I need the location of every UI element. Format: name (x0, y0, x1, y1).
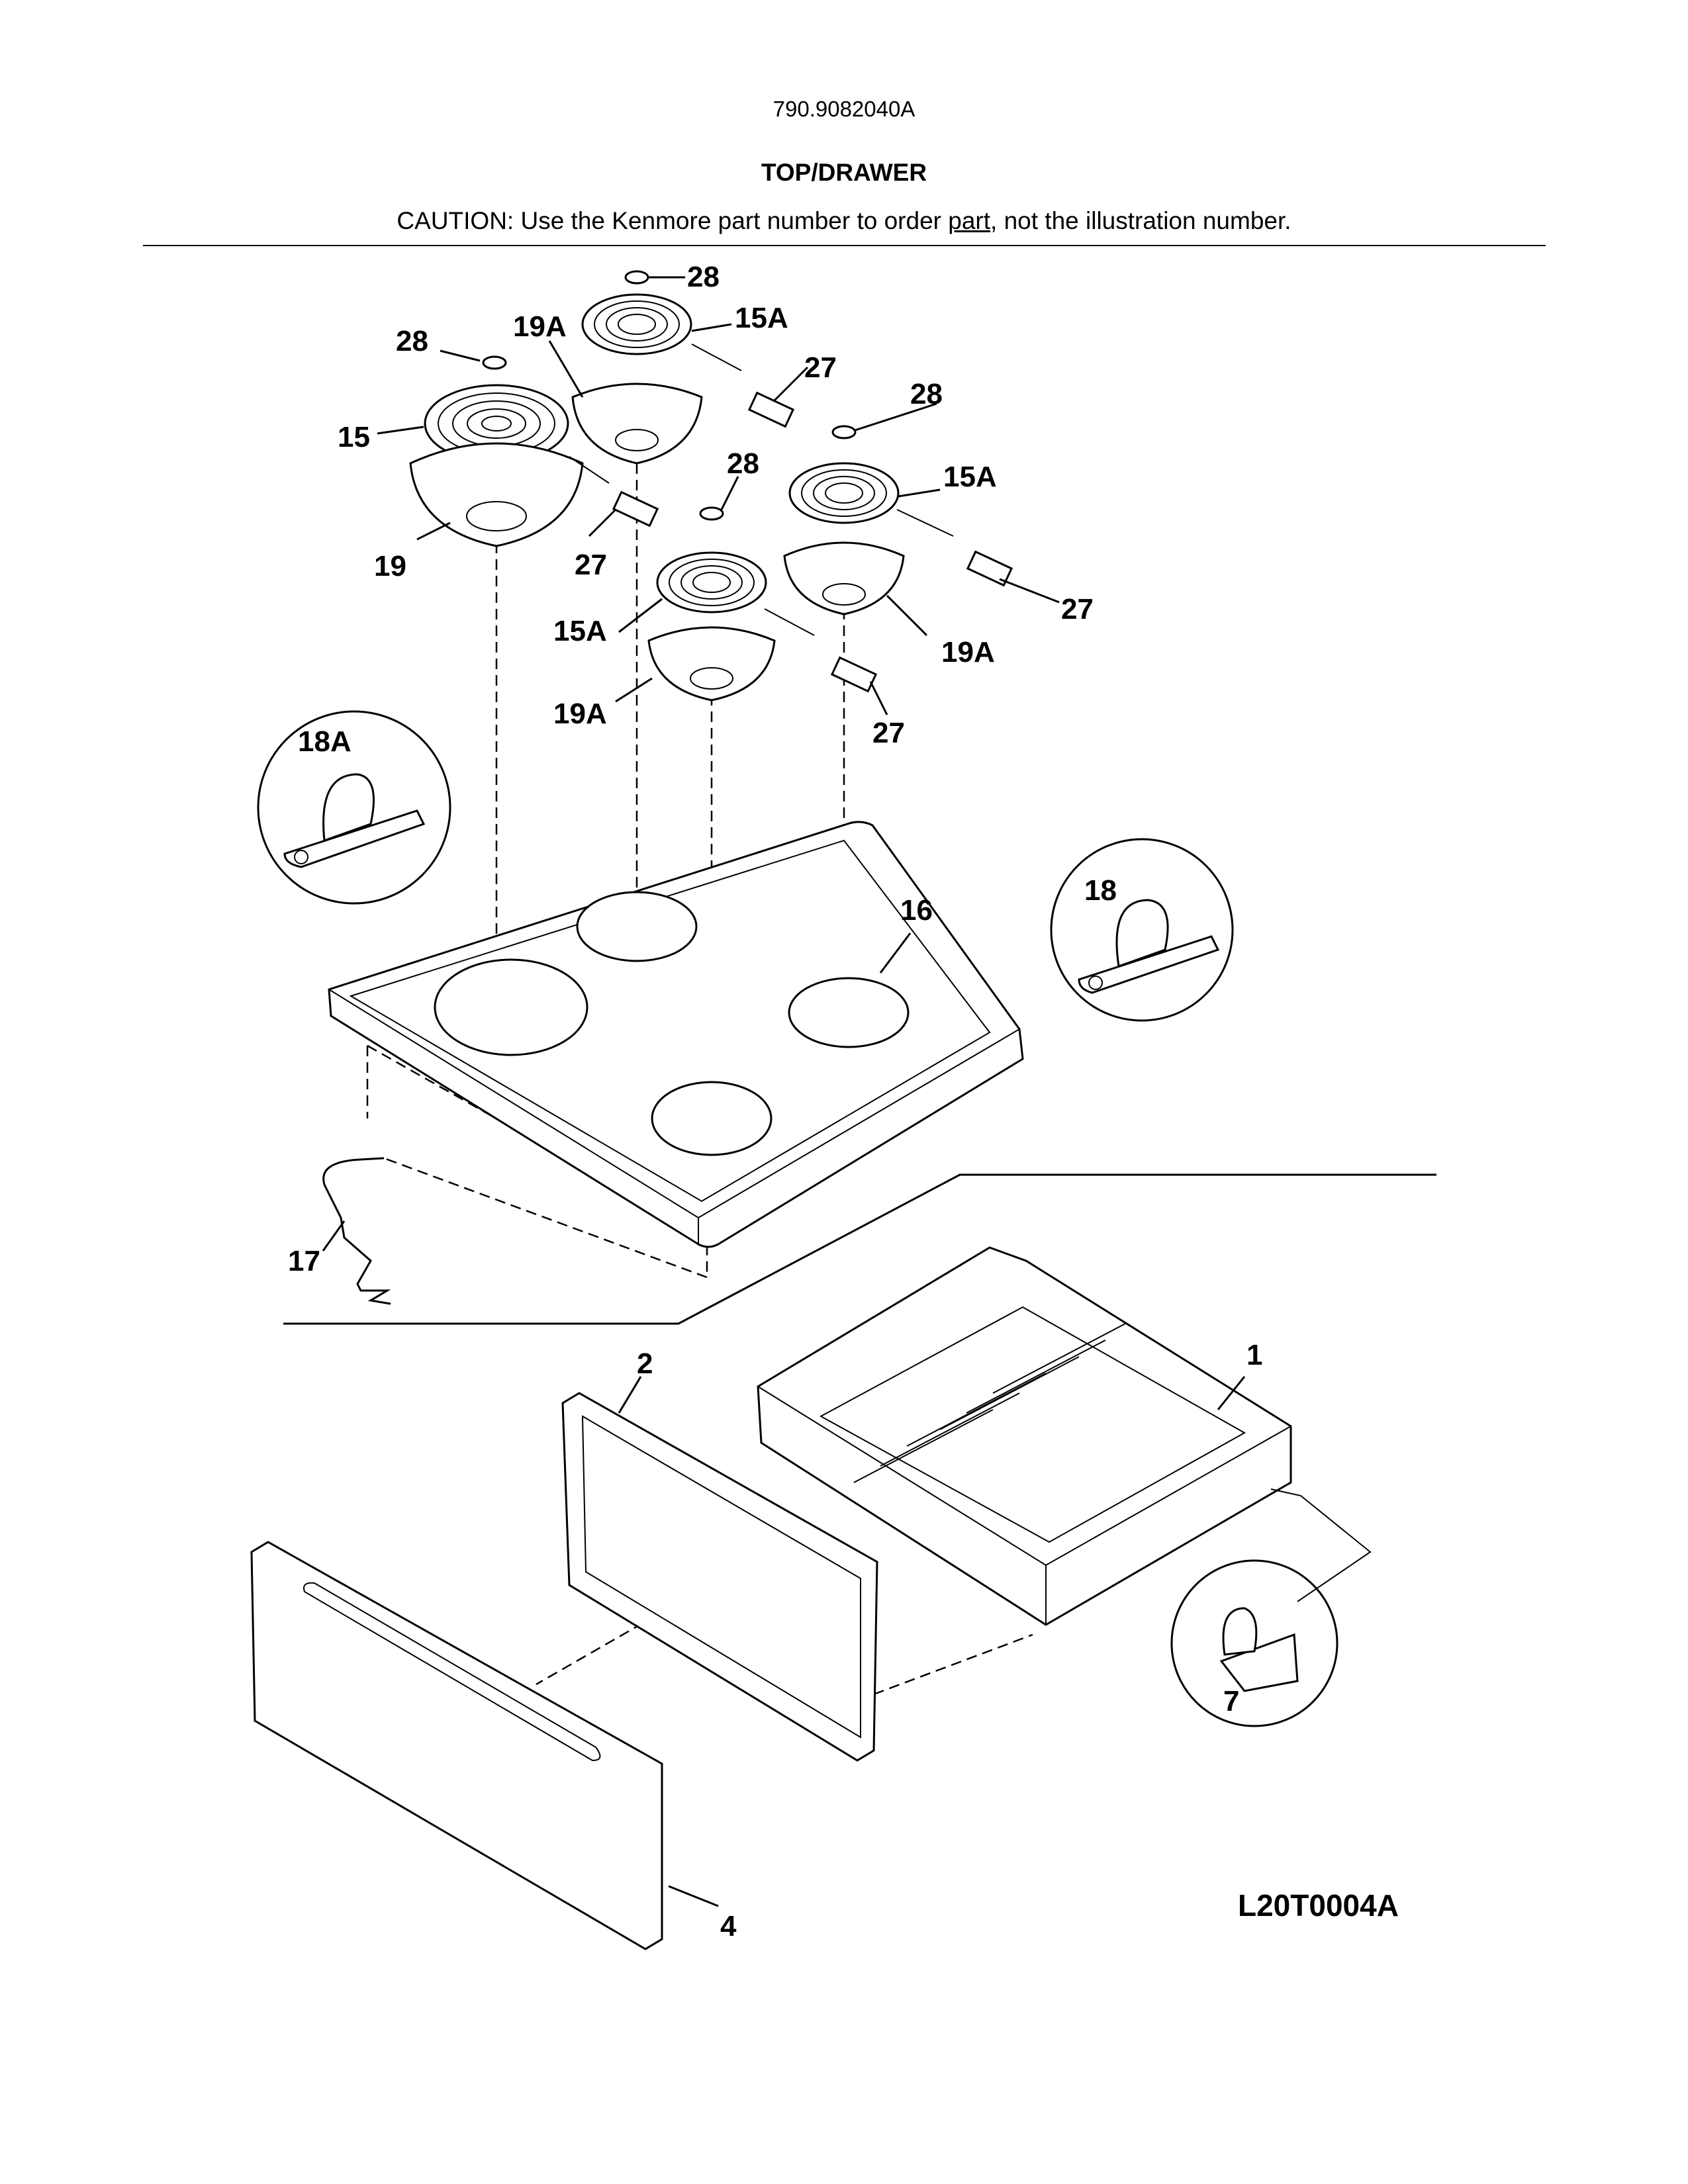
callout-27: 27 (872, 717, 905, 749)
callout-4: 4 (720, 1910, 737, 1942)
bracket-7-inset (1170, 1488, 1372, 1727)
callout-28: 28 (687, 261, 720, 293)
drawer-panel-2 (561, 1392, 878, 1762)
callout-15: 15 (338, 421, 370, 453)
callout-15A: 15A (943, 461, 997, 493)
leader-lines (322, 276, 1246, 1907)
bracket-18-inset (1050, 838, 1234, 1022)
callout-labels: 28 28 28 28 19A 19A 19A 15A 15A 15A 27 2… (288, 261, 1399, 1942)
drip-bowl-19A-front (647, 626, 776, 702)
surface-element-15A-front (656, 551, 767, 614)
drawer-body-1 (757, 1246, 1292, 1626)
trim-caps-28 (482, 270, 857, 521)
callout-16: 16 (900, 894, 933, 927)
callout-19A: 19A (513, 310, 567, 343)
callout-19A: 19A (553, 698, 607, 730)
caution-note: CAUTION: Use the Kenmore part number to … (0, 207, 1688, 235)
caution-part-link[interactable]: part (948, 207, 991, 234)
callout-27: 27 (1061, 593, 1094, 625)
header-rule (143, 245, 1546, 246)
drip-bowl-19A-rear (571, 383, 703, 465)
separator-line (283, 1173, 1436, 1325)
surface-element-15A-rear (581, 293, 692, 355)
surface-element-15A-right (788, 462, 900, 524)
callout-18: 18 (1084, 874, 1117, 907)
wire-harness-17 (322, 1157, 391, 1305)
callout-7: 7 (1223, 1685, 1239, 1717)
bracket-18A-inset (257, 710, 451, 905)
diagram-code: L20T0004A (1238, 1888, 1399, 1923)
drip-bowl-19A-right (783, 541, 905, 615)
callout-27: 27 (575, 549, 607, 581)
callout-19: 19 (374, 550, 406, 582)
drawer-front-4 (250, 1541, 663, 1950)
callout-27: 27 (804, 351, 837, 384)
caution-text-start: CAUTION: Use the Kenmore part number to … (397, 207, 949, 234)
callout-19A: 19A (941, 636, 995, 668)
callout-15A: 15A (553, 615, 607, 647)
callout-17: 17 (288, 1245, 320, 1277)
caution-text-end: , not the illustration number. (990, 207, 1291, 234)
callout-2: 2 (637, 1347, 653, 1380)
drip-bowl-19 (409, 442, 584, 547)
callout-15A: 15A (735, 302, 788, 334)
callout-1: 1 (1246, 1339, 1262, 1371)
model-number: 790.9082040A (773, 97, 915, 121)
callout-28: 28 (727, 447, 759, 480)
callout-28: 28 (396, 325, 428, 357)
cooktop-16 (328, 821, 1024, 1248)
callout-28: 28 (910, 378, 943, 410)
callout-18A: 18A (298, 725, 352, 758)
section-title: TOP/DRAWER (761, 159, 927, 186)
